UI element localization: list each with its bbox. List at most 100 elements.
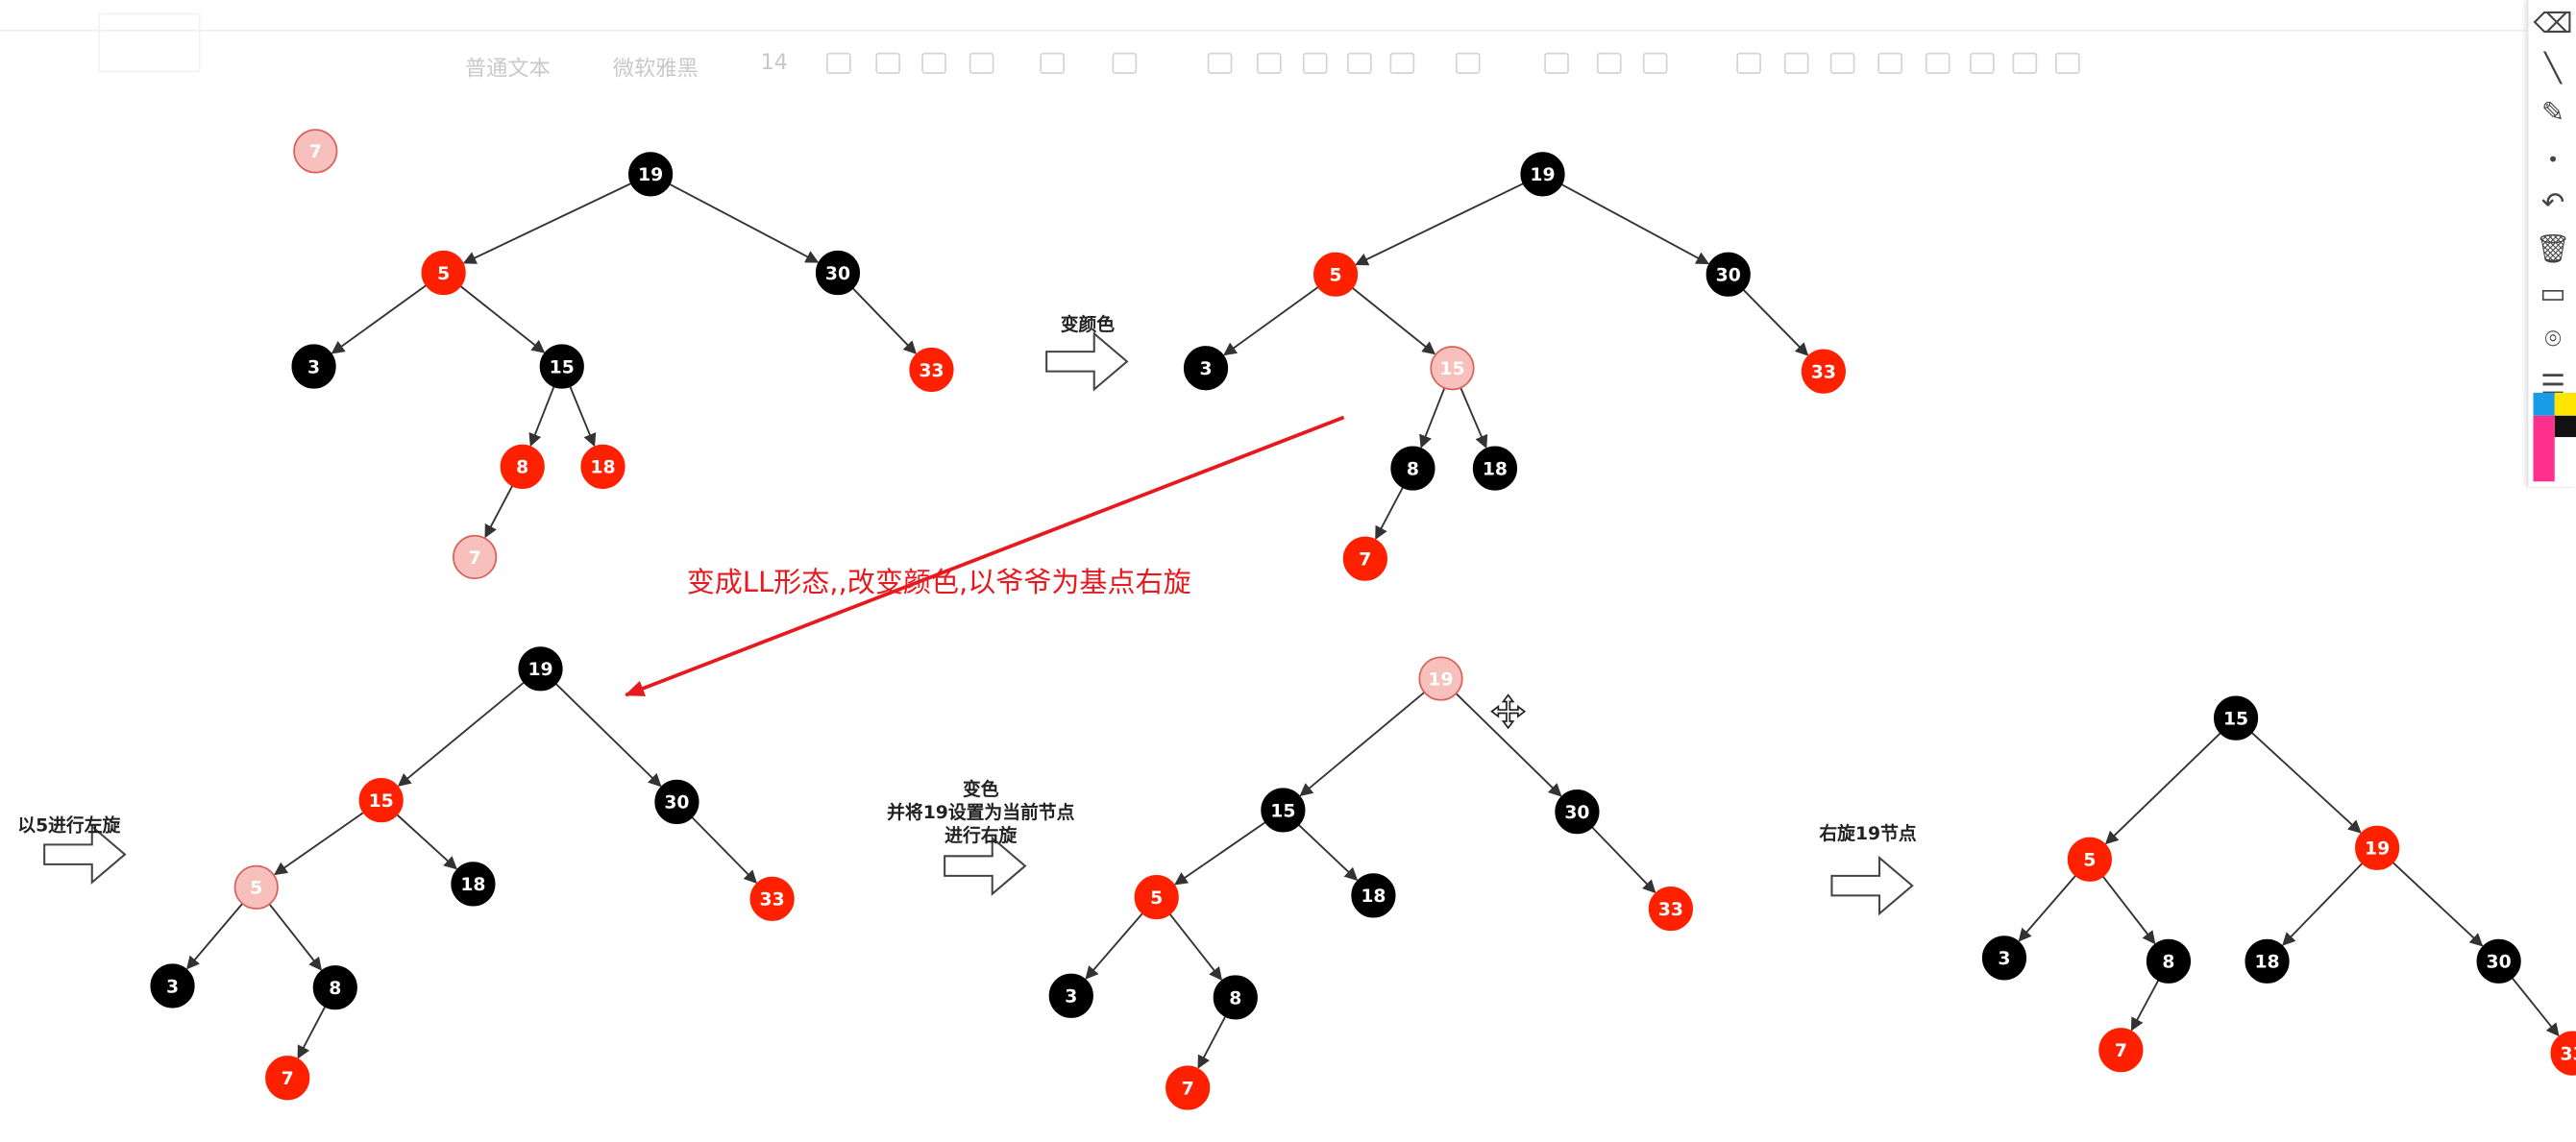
tree-node-33-circle [2550,1031,2576,1076]
tree-edge [331,284,428,354]
dot-icon[interactable]: • [2546,147,2560,171]
tree-node-5-label: 5 [437,264,450,284]
tree-node-18-label: 18 [2254,953,2279,973]
tree-edge [2282,863,2364,946]
color-swatch-black[interactable] [2554,415,2576,438]
tree-node-19-circle [518,646,563,692]
tree-node-8-label: 8 [329,979,341,999]
tree-edge [569,385,597,448]
tree-node-18-label: 18 [1361,887,1386,907]
more-icon[interactable] [2054,52,2080,74]
tree-node-18-label: 18 [460,875,485,895]
tree-node-5-circle [1313,252,1359,297]
tree-node-30-circle [654,779,699,824]
font-color-icon[interactable] [1040,52,1065,74]
tree-node-30-circle [1705,252,1751,297]
tree-edge [397,681,525,788]
tree-node-18-circle [2245,938,2290,984]
tree-node-3-circle [1183,346,1229,391]
strikethrough-icon[interactable] [969,52,994,74]
color-palette[interactable] [2533,392,2576,482]
bold-icon[interactable] [826,52,851,74]
outdent-icon[interactable] [1596,52,1622,74]
tree-edge [273,812,364,876]
tree-node-30-circle [815,250,861,296]
font-select[interactable]: 微软雅黑 [612,57,699,83]
tree-node-15-label: 15 [2223,709,2248,729]
block-arrow-1 [1045,331,1129,392]
floating-node: 7 [293,129,338,174]
highlighter-icon[interactable]: ✎ [2540,96,2565,131]
line-height-icon[interactable] [1642,52,1668,74]
tree-node-7-label: 7 [1182,1079,1194,1099]
tree-node-5-circle [233,864,279,910]
tree-node-5-label: 5 [2083,851,2096,871]
tree-node-33-circle [1648,886,1693,932]
floating-node-7-label: 7 [309,142,322,162]
pen-icon[interactable]: ╲ [2544,52,2562,85]
quote-icon[interactable] [1347,52,1372,74]
tree-node-3-label: 3 [307,357,320,377]
code-icon[interactable] [1389,52,1415,74]
link-icon[interactable] [1829,52,1855,74]
tree-node-15-label: 15 [550,357,575,377]
color-swatch-yellow[interactable] [2554,392,2576,416]
attachment-icon[interactable] [1925,52,1950,74]
tree-final: 15519381830733 [1981,695,2576,1076]
tree-node-33-circle [909,347,954,393]
tree-node-19-label: 19 [1428,669,1453,690]
underline-icon[interactable] [921,52,946,74]
bullet-list-icon[interactable] [1207,52,1233,74]
step-label-rotate-right: 进行右旋 [945,824,1017,846]
italic-icon[interactable] [875,52,900,74]
align-icon[interactable] [1455,52,1481,74]
tree-node-30-label: 30 [664,793,689,814]
camera-icon[interactable]: ⌾ [2544,324,2562,357]
tree-node-30-label: 30 [2487,953,2512,973]
color-swatch-pink[interactable] [2533,415,2555,482]
tree-edge [1299,692,1426,797]
tree-edge [459,285,546,353]
tree-edge [1375,486,1404,540]
screen-record-icon[interactable]: ▭ [2539,278,2566,311]
tree-node-8-label: 8 [516,458,528,478]
image-icon[interactable] [1877,52,1902,74]
tree-edge [185,903,244,970]
tree-node-15-label: 15 [1439,359,1464,379]
move-cursor-icon [1490,693,1527,730]
divider-icon[interactable] [1783,52,1809,74]
tree-node-15-circle [539,344,584,389]
tree-node-19-circle [628,152,674,197]
color-swatch-blue[interactable] [2533,392,2555,416]
annotation-arrow [624,415,1345,697]
number-list-icon[interactable] [1257,52,1282,74]
tree-node-19-label: 19 [2365,839,2390,860]
table-icon[interactable] [1736,52,1761,74]
format-icon[interactable] [1970,52,1995,74]
undo-icon[interactable]: ↶ [2540,187,2565,221]
tree-node-15-label: 15 [369,791,394,812]
indent-icon[interactable] [1544,52,1569,74]
tree-node-8-circle [2146,938,2192,984]
trash-icon[interactable]: 🗑 [2535,232,2571,267]
checklist-icon[interactable] [1302,52,1328,74]
layout-icon[interactable] [2012,52,2038,74]
floating-node-7-circle [293,129,338,174]
tree-edge [1742,288,1809,356]
size-select[interactable]: 14 [760,51,788,76]
tree-edge [1460,387,1488,450]
tree-node-7-circle [265,1056,310,1101]
highlight-icon[interactable] [1112,52,1138,74]
tree-edge [1560,183,1710,265]
style-select[interactable]: 普通文本 [464,57,551,83]
tree-node-15-circle [1261,788,1306,833]
tree-node-7-circle [1165,1065,1211,1110]
step-label-left-rotate: 以5进行左旋 [17,814,120,837]
tree-edge [691,816,758,884]
tree-edge [2104,732,2221,845]
eraser-icon[interactable]: ⌫ [2533,8,2573,41]
tree-node-7-label: 7 [282,1069,294,1089]
